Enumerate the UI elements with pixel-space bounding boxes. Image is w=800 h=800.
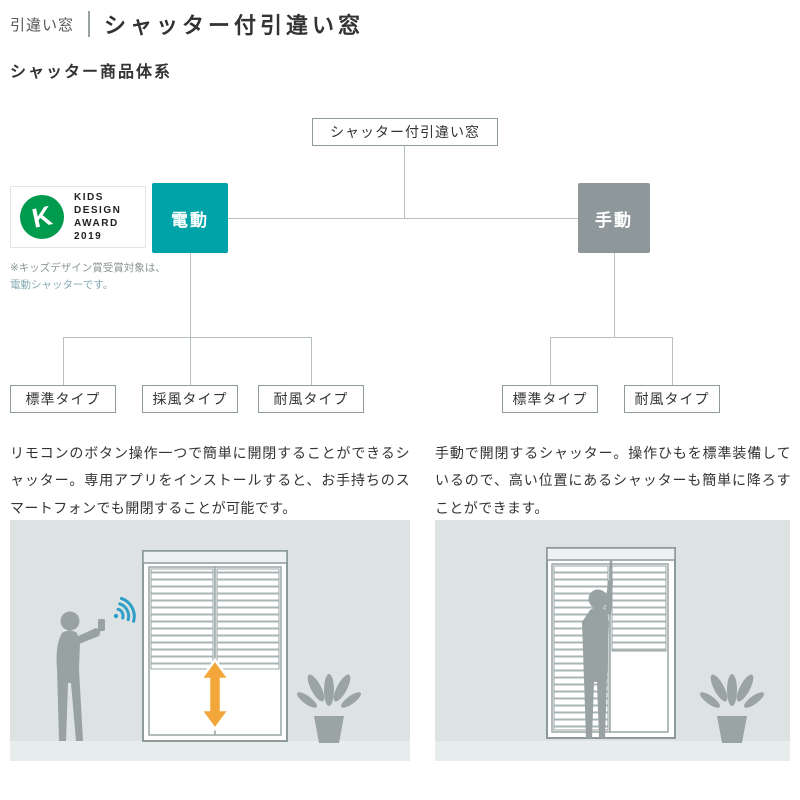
kids-design-award-logo-icon: K bbox=[20, 195, 64, 239]
type-node-manual-windresistant: 耐風タイプ bbox=[624, 385, 720, 413]
award-note: ※キッズデザイン賞受賞対象は、 電動シャッターです。 bbox=[10, 260, 166, 294]
award-note-line1: ※キッズデザイン賞受賞対象は、 bbox=[10, 262, 166, 274]
connector-line bbox=[404, 146, 405, 218]
section-title: シャッター商品体系 bbox=[10, 64, 173, 81]
connector-line bbox=[190, 253, 191, 337]
page-title: シャッター付引違い窓 bbox=[104, 13, 365, 38]
illustration-manual bbox=[435, 520, 790, 761]
connector-line bbox=[63, 337, 311, 338]
floor bbox=[435, 741, 790, 761]
page-header: 引違い窓 シャッター付引違い窓 bbox=[10, 8, 364, 40]
plant-silhouette bbox=[700, 674, 764, 743]
illustration-manual-svg bbox=[435, 547, 790, 761]
description-electric: リモコンのボタン操作一つで簡単に開閉することができるシャッター。専用アプリをイン… bbox=[10, 445, 410, 516]
award-line: AWARD bbox=[74, 218, 119, 229]
floor bbox=[10, 741, 410, 761]
connector-line bbox=[550, 337, 551, 385]
breadcrumb: 引違い窓 bbox=[10, 16, 75, 34]
type-node-electric-ventilation: 採風タイプ bbox=[142, 385, 238, 413]
connector-line bbox=[614, 253, 615, 337]
person-silhouette bbox=[56, 611, 105, 741]
connector-line bbox=[672, 337, 673, 385]
header-divider bbox=[88, 11, 91, 37]
award-line: 2019 bbox=[74, 231, 103, 242]
award-line: KIDS bbox=[74, 192, 104, 203]
illustration-electric-svg bbox=[10, 550, 410, 761]
award-note-line2: 電動シャッターです。 bbox=[10, 278, 114, 291]
electric-node: 電動 bbox=[152, 183, 228, 253]
illustration-electric bbox=[10, 520, 410, 761]
award-text: KIDS DESIGN AWARD 2019 bbox=[74, 191, 121, 243]
updown-arrow-icon bbox=[198, 657, 232, 732]
manual-node: 手動 bbox=[578, 183, 650, 253]
diagram-root-node: シャッター付引違い窓 bbox=[312, 118, 498, 146]
person-silhouette bbox=[582, 580, 613, 738]
kids-design-award-badge: K KIDS DESIGN AWARD 2019 bbox=[10, 186, 146, 248]
connector-line bbox=[311, 337, 312, 385]
wifi-icon bbox=[113, 596, 136, 623]
shutter-window bbox=[142, 550, 288, 742]
plant-silhouette bbox=[297, 674, 361, 743]
description-manual: 手動で開閉するシャッター。操作ひもを標準装備しているので、高い位置にあるシャッタ… bbox=[435, 445, 791, 516]
connector-line bbox=[550, 337, 672, 338]
type-node-manual-standard: 標準タイプ bbox=[502, 385, 598, 413]
connector-line bbox=[228, 218, 578, 219]
connector-line bbox=[63, 337, 64, 385]
connector-line bbox=[190, 337, 191, 385]
type-node-electric-windresistant: 耐風タイプ bbox=[258, 385, 364, 413]
award-line: DESIGN bbox=[74, 205, 122, 216]
type-node-electric-standard: 標準タイプ bbox=[10, 385, 116, 413]
